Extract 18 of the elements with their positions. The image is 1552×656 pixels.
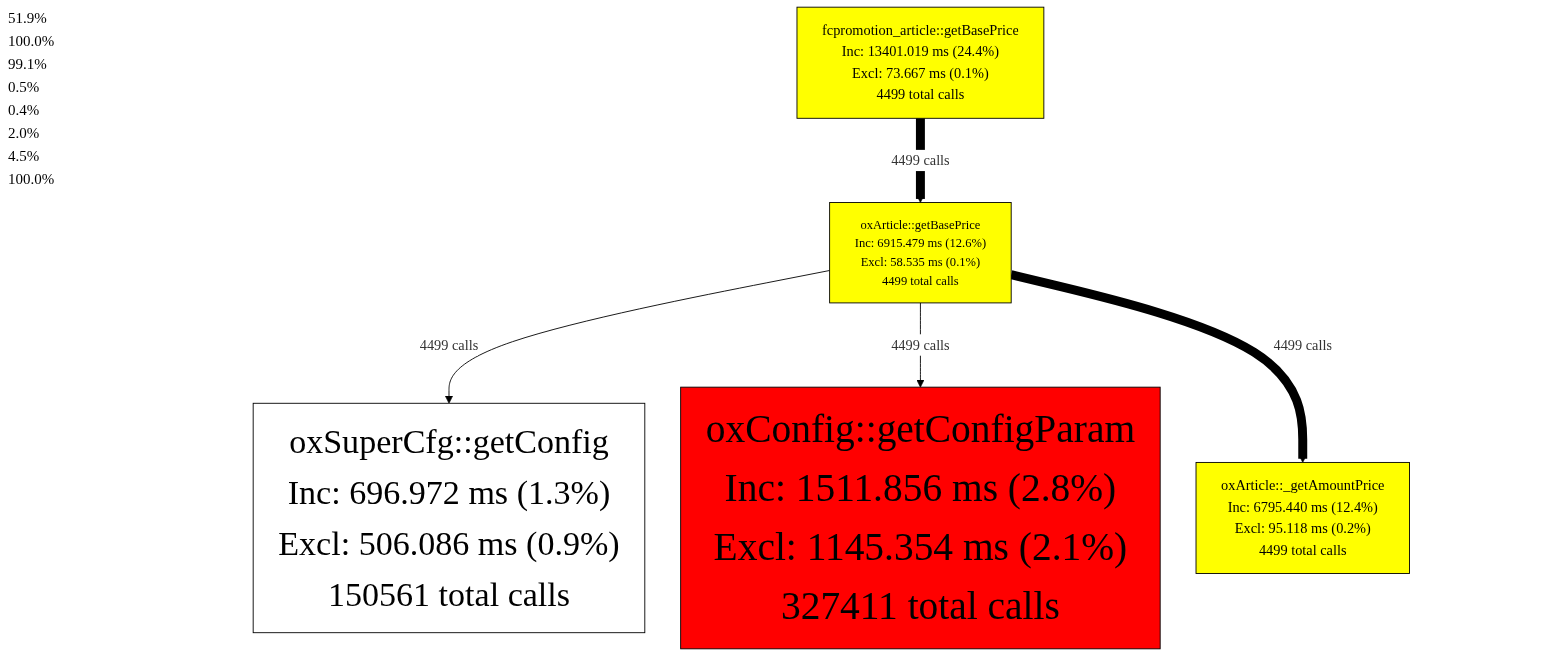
percentage-label: 100.0% <box>8 33 55 50</box>
node-box: oxArticle::_getAmountPrice Inc: 6795.440 ms (12.4%) Excl: 95.118 ms (0.2%) 4499 total calls <box>1195 462 1410 574</box>
edge-label: 4499 calls <box>890 152 950 168</box>
percentage-label: 2.0% <box>8 125 40 142</box>
percentage-label: 4.5% <box>8 148 40 165</box>
node-box: oxConfig::getConfigParam Inc: 1511.856 ms (2.8%) Excl: 1145.354 ms (2.1%) 327411 total calls <box>679 386 1161 650</box>
edge-label: 4499 calls <box>890 336 950 353</box>
percentage-label: 100.0% <box>8 171 55 188</box>
edge-label: 4499 calls <box>1273 336 1332 353</box>
arrow <box>1009 270 1307 463</box>
percentage-label: 0.4% <box>8 102 40 119</box>
edge-label: 4499 calls <box>419 336 478 353</box>
node-box: fcpromotion_article::getBasePrice Inc: 13401.019 ms (24.4%) Excl: 73.667 ms (0.1%) 4499 total calls <box>796 6 1044 119</box>
percentage-label: 99.1% <box>8 56 47 73</box>
percentage-label: 51.9% <box>8 10 47 27</box>
node-box: oxArticle::getBasePrice Inc: 6915.479 ms (12.6%) Excl: 58.535 ms (0.1%) 4499 total calls <box>828 202 1012 304</box>
node-box: oxSuperCfg::getConfig Inc: 696.972 ms (1.3%) Excl: 506.086 ms (0.9%) 150561 total calls <box>252 402 645 634</box>
percentage-label: 0.5% <box>8 79 40 96</box>
